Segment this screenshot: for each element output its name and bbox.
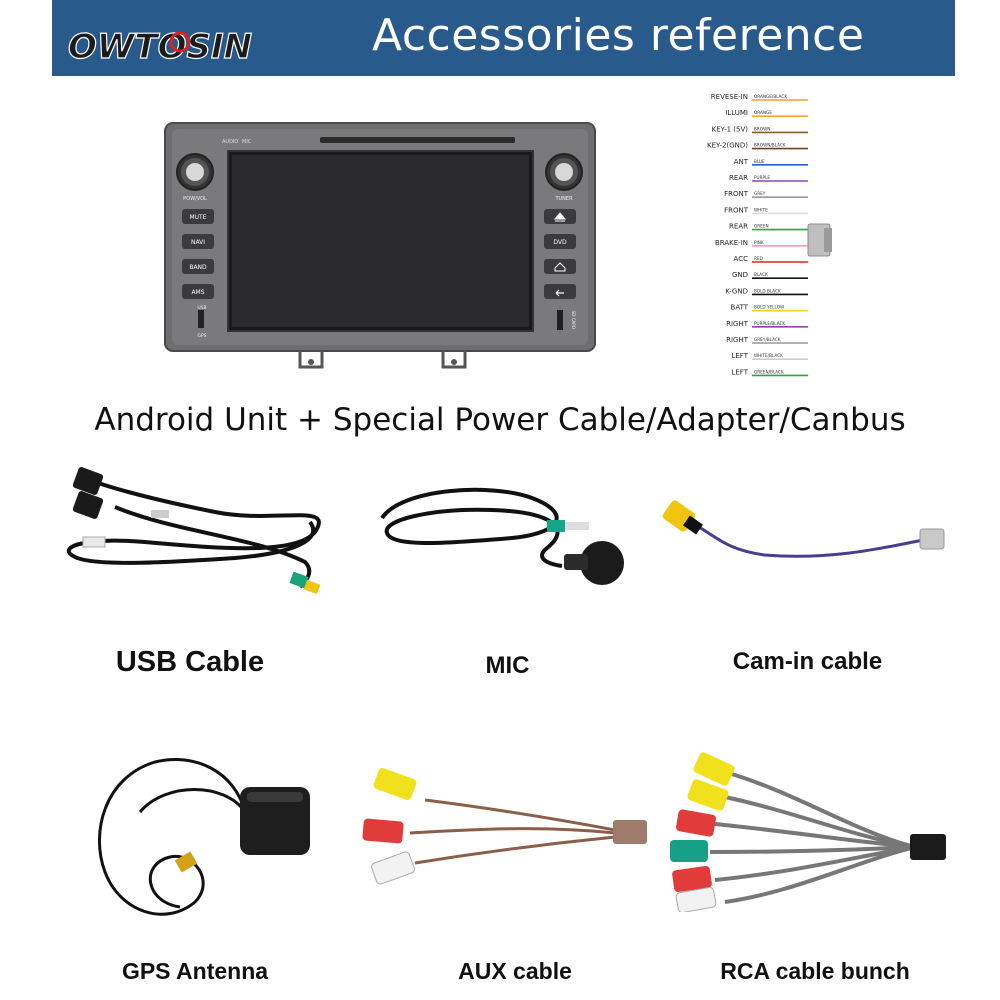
gps-antenna-label: GPS Antenna — [121, 958, 269, 984]
wire-pin-name: ACC — [734, 255, 749, 263]
wire-color-label: PURPLE/BLACK — [754, 321, 785, 326]
ams-button-label: AMS — [191, 289, 204, 296]
wire-pin-name: FRONT — [724, 190, 749, 198]
band-button-label: BAND — [189, 264, 207, 271]
wire-color-label: RED — [754, 256, 763, 261]
wire-color-label: BOLD BLACK — [754, 288, 781, 293]
wire-color-label: BLUE — [754, 159, 765, 164]
brand-logo-text: OWTOSIN — [68, 27, 252, 67]
navi-button-label: NAVI — [191, 239, 205, 246]
wire-pin-name: BATT — [731, 304, 749, 312]
mic-port-label: MIC — [242, 139, 252, 145]
wire-color-label: BLACK — [754, 272, 768, 277]
wire-color-label: PURPLE — [754, 175, 770, 180]
page-title: Accessories reference — [372, 10, 865, 61]
brand-logo: OWTOSIN — [67, 26, 252, 67]
right-button-group: DVD — [544, 209, 576, 299]
wire-pin-name: KEY-1 (5V) — [712, 125, 749, 133]
dvd-button-label: DVD — [553, 239, 567, 246]
knob-left-label: POW/VOL — [183, 196, 207, 202]
usb-port — [198, 310, 204, 328]
rca-cable-bunch-label: RCA cable bunch — [720, 958, 910, 984]
wire-pin-name: REVESE-IN — [711, 93, 748, 101]
wire-pin-name: ANT — [734, 158, 749, 166]
wire-pin-name: LEFT — [731, 368, 748, 376]
tuner-knob — [545, 153, 583, 191]
rca-cable-bunch-image — [670, 752, 946, 912]
cam-in-cable-image — [662, 500, 945, 558]
wire-pin-name: FRONT — [724, 206, 749, 214]
wire-color-label: GREEN/BLACK — [754, 369, 784, 374]
wire-color-label: GREEN — [754, 224, 769, 229]
usb-port-label: USB — [197, 305, 206, 311]
wire-color-label: BROWN — [754, 126, 770, 131]
wire-pin-name: RIGHT — [726, 336, 749, 344]
eject-icon — [553, 212, 567, 222]
wire-pin-name: BRAKE-IN — [715, 239, 748, 247]
wire-pin-name: K-GND — [725, 287, 748, 295]
cam-in-cable-label: Cam-in cable — [732, 648, 883, 675]
aux-cable-image — [362, 767, 647, 885]
mic-image — [380, 487, 624, 585]
wire-color-label: ORANGE/BLACK — [754, 94, 787, 99]
knob-right-label: TUNER — [554, 196, 573, 202]
wire-pin-name: GND — [732, 271, 748, 279]
mute-button-label: MUTE — [189, 214, 206, 221]
sd-slot — [557, 310, 563, 330]
wire-color-label: BOLD YELLOW — [754, 305, 784, 310]
wire-color-label: ORANGE — [754, 110, 772, 115]
logo-gear-icon — [169, 31, 191, 53]
wire-color-label: BROWN/BLACK — [754, 143, 786, 148]
volume-knob — [176, 153, 214, 191]
back-icon — [555, 289, 564, 297]
wire-pin-name: ILLUMI — [725, 109, 748, 117]
usb-cable-label: USB Cable — [115, 646, 265, 678]
wire-color-label: GREY/BLACK — [754, 337, 781, 342]
sd-slot-label: SD CARD — [571, 311, 576, 329]
audio-port-label: AUDIO — [222, 139, 238, 145]
header-banner: OWTOSIN Accessories reference — [52, 0, 955, 76]
usb-cable-image — [66, 467, 321, 595]
wire-pin-name: RIGHT — [726, 320, 749, 328]
mic-label: MIC — [485, 652, 530, 679]
wire-color-label: WHITE — [754, 207, 768, 212]
wiring-diagram: REVESE-IN ORANGE/BLACK ILLUMI ORANGE KEY-1 (… — [707, 93, 832, 376]
main-caption: Android Unit + Special Power Cable/Adapt… — [94, 402, 906, 438]
gps-port-label: GPS — [197, 333, 206, 339]
wire-color-label: WHITE/BLACK — [754, 353, 783, 358]
wire-color-label: PINK — [754, 240, 764, 245]
aux-cable-label: AUX cable — [458, 958, 572, 984]
gps-antenna-image — [97, 757, 310, 916]
wire-pin-name: REAR — [729, 174, 748, 182]
home-icon — [554, 262, 566, 272]
wire-pin-name: KEY-2(GND) — [707, 142, 748, 150]
left-button-group: MUTE NAVI BAND AMS — [182, 209, 214, 299]
wire-pin-name: LEFT — [731, 352, 748, 360]
head-unit-image: AUDIO MIC POW/VOL TUNER MUTE NAVI BAND A… — [164, 122, 596, 369]
wire-pin-name: REAR — [729, 223, 748, 231]
wire-color-label: GREY — [754, 191, 766, 196]
